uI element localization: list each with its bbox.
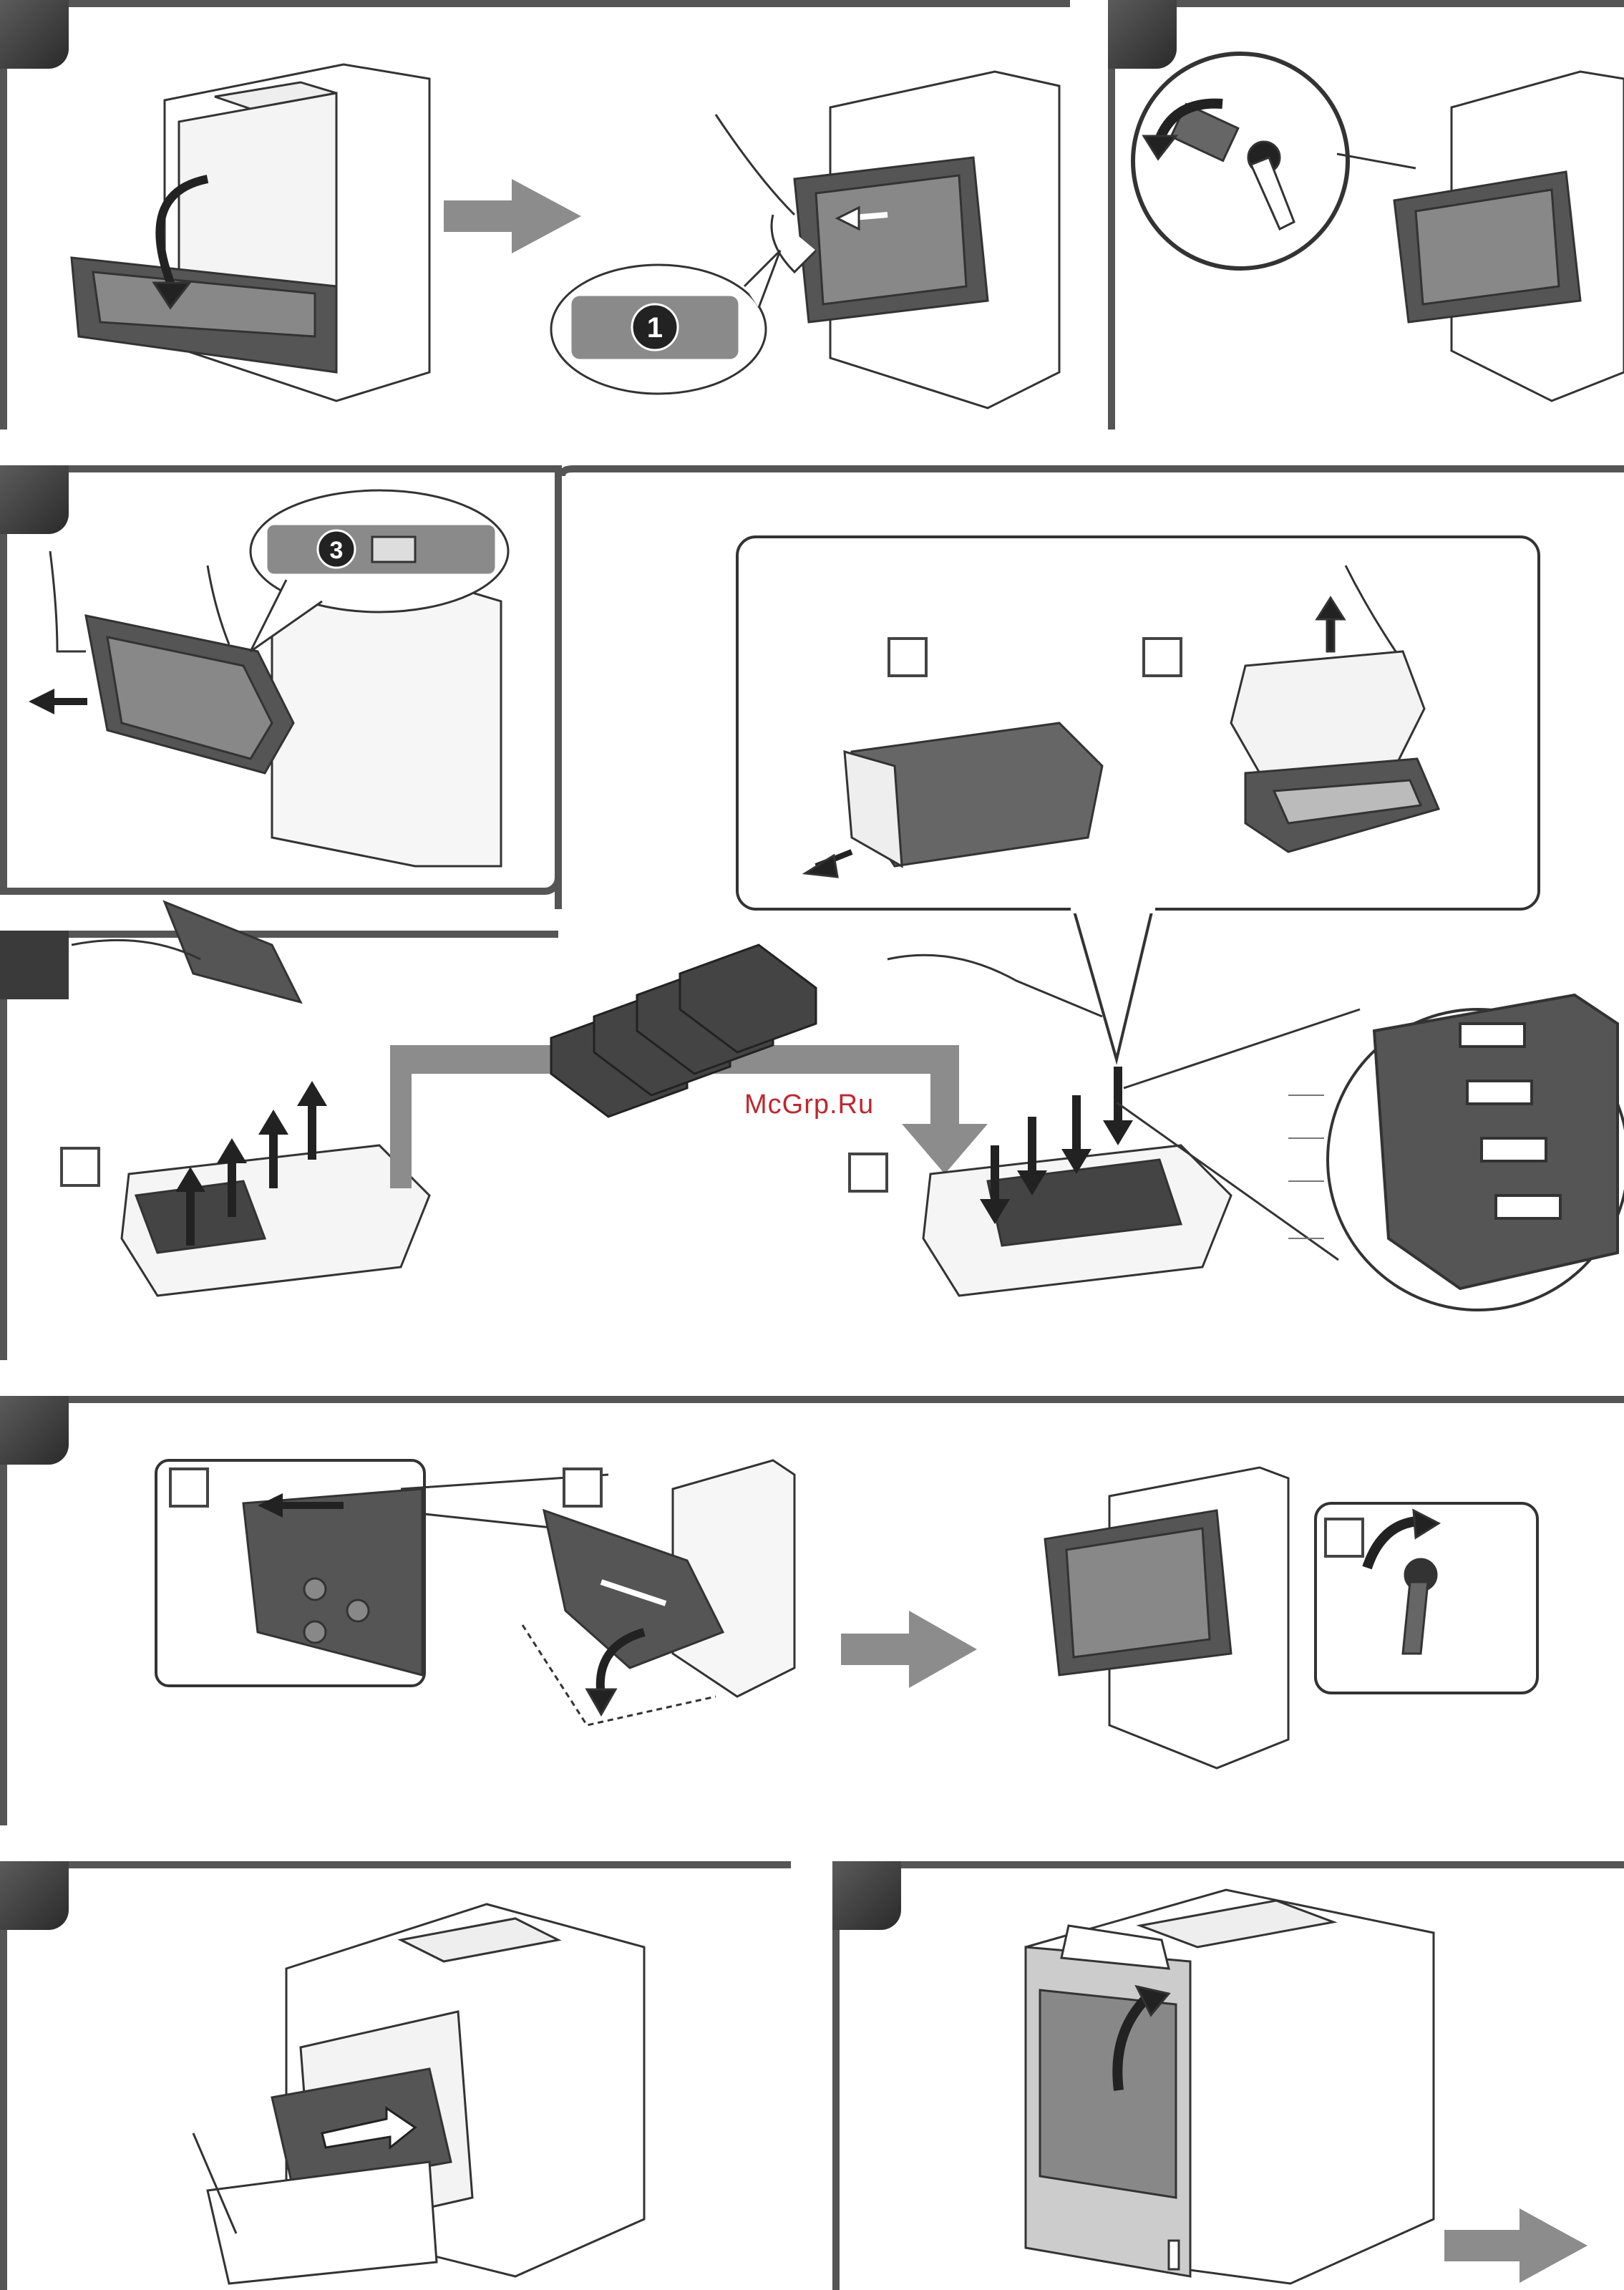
printer-open-cover-illustration: [72, 64, 429, 401]
step-panel-2: [1108, 0, 1624, 430]
step-corner-marker: [0, 931, 69, 999]
panel-frame: [562, 469, 1624, 476]
right-arrow-icon: [1444, 2208, 1587, 2283]
step-4-illustration: [0, 465, 1624, 1360]
right-arrow-icon: [841, 1611, 977, 1688]
step-panel-7: [832, 1861, 1624, 2290]
step-panel-4: [0, 465, 1624, 1360]
checkbox[interactable]: [1324, 1518, 1364, 1558]
right-arrow-icon: [444, 179, 581, 253]
checkbox[interactable]: [1142, 637, 1182, 677]
step-6-illustration: [0, 1861, 791, 2290]
callout-number: 1: [647, 312, 663, 344]
step-7-illustration: [832, 1861, 1624, 2290]
step-panel-1: 1: [0, 0, 1070, 430]
lock-lever-illustration: [1045, 1467, 1537, 1768]
checkbox[interactable]: [888, 637, 928, 677]
checkbox[interactable]: [563, 1467, 603, 1508]
detail-callout-box: [737, 537, 1539, 909]
step-panel-5: [0, 1396, 1624, 1825]
checkbox[interactable]: [60, 1147, 100, 1187]
step-panel-6: [0, 1861, 791, 2290]
step-2-illustration: [1108, 0, 1624, 430]
checkbox[interactable]: [848, 1153, 888, 1193]
watermark-text: McGrp.Ru: [744, 1090, 874, 1120]
push-drum-illustration: [193, 1904, 644, 2284]
step-1-illustration: 1: [0, 0, 1070, 430]
remove-toner-illustration: [72, 902, 429, 1296]
step-5-illustration: [0, 1396, 1624, 1825]
printer-lock-lever-illustration: [1133, 54, 1624, 401]
drum-pull-illustration: [716, 72, 1059, 408]
close-cover-illustration: [1026, 1890, 1434, 2284]
callout-bubble: [551, 251, 780, 394]
checkbox[interactable]: [169, 1467, 209, 1508]
